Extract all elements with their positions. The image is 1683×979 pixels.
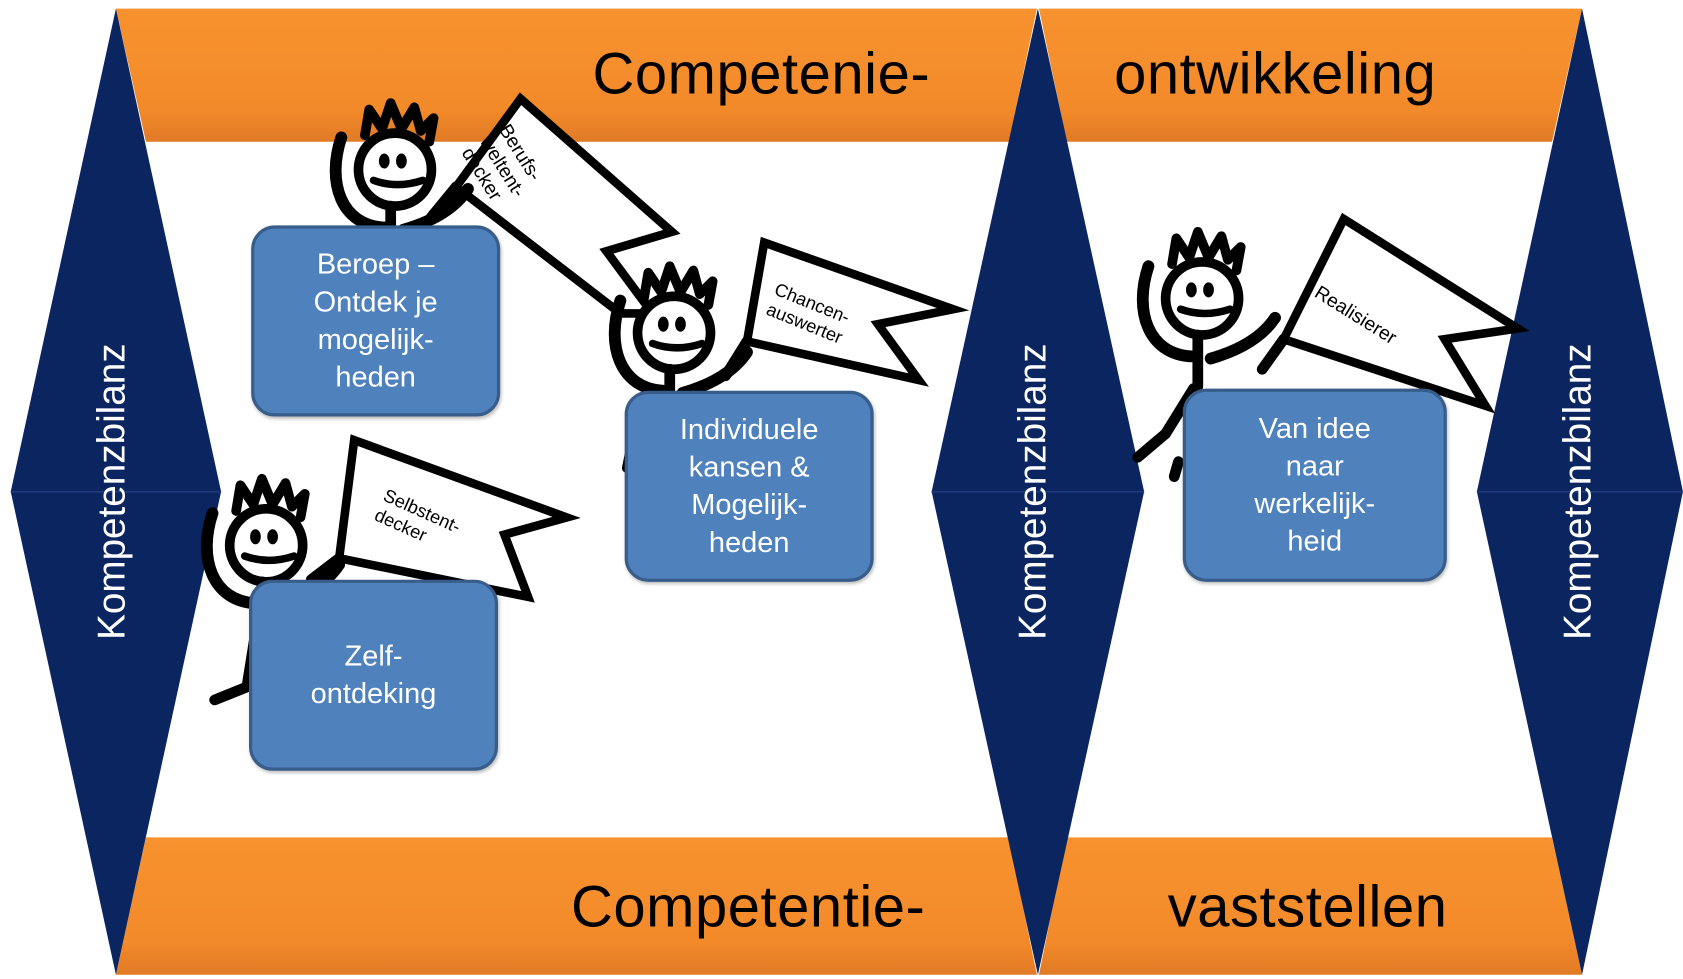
pennant-flag-icon <box>305 434 581 603</box>
banner-title-bottom-left: Competentie- <box>570 874 926 940</box>
box-idee-label: Van idee naar werkelijk- heid <box>1254 412 1376 558</box>
box-van-idee: Van idee naar werkelijk- heid <box>1182 388 1447 582</box>
banner-top-right <box>1038 8 1583 142</box>
box-zelfontdeking: Zelf- ontdeking <box>249 579 499 771</box>
banner-bottom-right <box>1038 837 1583 975</box>
box-beroep-label: Beroep – Ontdek je mogelijk- heden <box>313 247 438 394</box>
pennant-flag-icon <box>1256 212 1530 414</box>
box-individuele: Individuele kansen & Mogelijk- heden <box>624 390 874 582</box>
diamond-label-right: Kompetenzbilanz <box>1555 343 1600 640</box>
box-individuele-label: Individuele kansen & Mogelijk- heden <box>679 413 819 559</box>
box-zelf-label: Zelf- ontdeking <box>310 639 437 710</box>
banner-bottom-left <box>115 837 1037 975</box>
banner-title-top-left: Competenie- <box>592 41 931 107</box>
banner-title-top-right: ontwikkeling <box>1114 41 1437 107</box>
stick-figure-icon <box>1143 232 1275 387</box>
banner-top-left <box>115 8 1037 142</box>
banner-title-bottom-right: vaststellen <box>1167 874 1448 940</box>
diamond-label-middle: Kompetenzbilanz <box>1009 343 1054 640</box>
diamond-label-left: Kompetenzbilanz <box>89 343 134 640</box>
box-beroep: Beroep – Ontdek je mogelijk- heden <box>251 225 501 417</box>
